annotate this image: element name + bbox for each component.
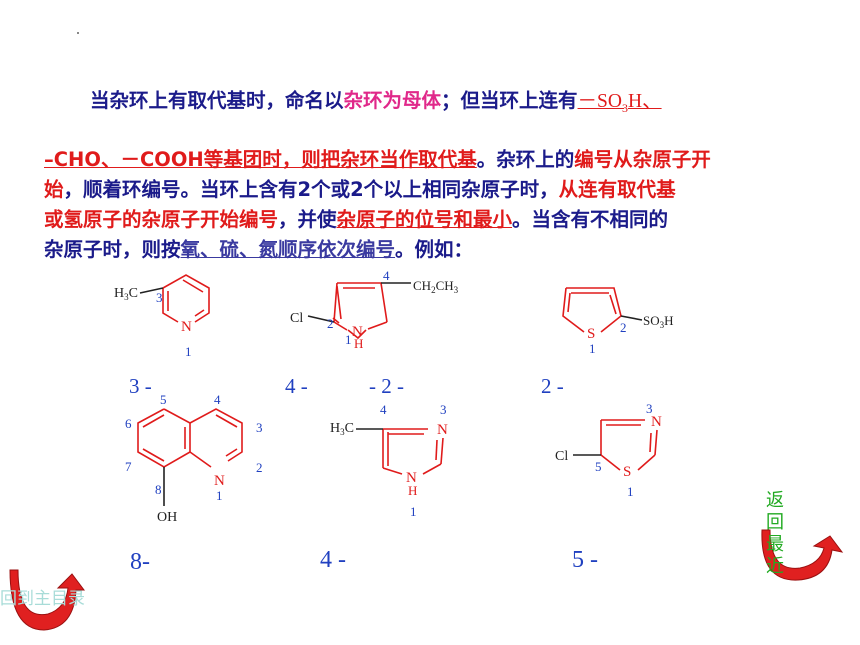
locant: 6: [125, 416, 132, 431]
paragraph-line-2: –CHO、－COOH等基团时，则把杂环当作取代基。杂环上的编号从杂原子开: [44, 145, 824, 175]
chloro-label: Cl: [290, 311, 303, 326]
atom-label: S: [587, 326, 595, 342]
paragraph-line-3: 始，顺着环编号。当环上含有2个或2个以上相同杂原子时，从连有取代基: [44, 175, 824, 205]
stray-dot: [77, 32, 79, 34]
atom-label: N: [181, 319, 192, 335]
atom-label: N: [214, 473, 225, 489]
text-run: ，顺着环编号。当环上含有2个或2个以上相同杂原子时，: [63, 177, 559, 201]
text-run: 当杂环上有取代基时，命名以: [90, 89, 344, 112]
name-label: 5 -: [572, 547, 598, 573]
back-arrow-left-icon[interactable]: [9, 569, 85, 631]
name-label: 4 -: [285, 374, 308, 398]
quinoline-structure: [137, 408, 243, 506]
atom-label: N: [437, 422, 448, 438]
highlight-min-locants: 杂原子的位号和最小: [336, 207, 513, 231]
methyl-label: H3C: [114, 286, 138, 302]
locant: 4: [214, 392, 221, 407]
highlight-so3h: －SO3H、: [577, 91, 662, 115]
locant: 8: [155, 482, 162, 497]
highlight-priority-order: 氧、硫、氮顺序依次编号: [180, 237, 396, 261]
locant: 4: [383, 268, 390, 283]
highlight-start-rule-cont: 或氢原子的杂原子开始编号: [44, 207, 279, 231]
locant: 1: [185, 344, 192, 359]
locant: 3: [646, 401, 653, 416]
text-run: 杂原子时，则按: [44, 237, 181, 261]
name-label: 8-: [130, 549, 150, 575]
atom-label: N: [352, 324, 363, 340]
text-run: 。例如：: [395, 237, 474, 261]
locant: 1: [627, 484, 634, 499]
atom-label: S: [623, 464, 631, 480]
atom-label: H: [408, 483, 417, 498]
locant: 1: [216, 488, 223, 503]
thiazole-structure: [573, 419, 658, 471]
highlight-parent-ring: 杂环为母体: [343, 89, 442, 112]
locant: 2: [620, 320, 627, 335]
sulfonic-label: SO3H: [643, 313, 674, 330]
chloro-label: Cl: [555, 449, 568, 464]
text-run: 。杂环上的: [476, 147, 575, 171]
locant: 2: [327, 316, 334, 331]
pyridine-structure: [139, 274, 210, 323]
locant: 2: [256, 460, 263, 475]
name-label: 2 -: [541, 374, 564, 398]
atom-label: H: [354, 336, 363, 351]
locant: 5: [160, 392, 167, 407]
back-arrow-right-icon[interactable]: [761, 529, 844, 581]
highlight-substituent-groups: –CHO、－COOH等基团时，则把杂环当作取代基: [44, 147, 477, 171]
hydroxyl-label: OH: [157, 510, 177, 525]
back-to-toc-link[interactable]: 回到主目录: [0, 589, 85, 609]
text-run: ；但当环上连有: [441, 89, 578, 112]
methyl-label: H3C: [330, 421, 354, 437]
locant: 1: [345, 332, 352, 347]
highlight-start-rule: 从连有取代基: [558, 177, 676, 201]
highlight-numbering-cont: 始: [44, 177, 64, 201]
locant: 3: [440, 402, 447, 417]
locant: 3: [256, 420, 263, 435]
locant: 4: [380, 402, 387, 417]
atom-label: N: [406, 470, 417, 486]
paragraph-line-4: 或氢原子的杂原子开始编号，并使杂原子的位号和最小。当含有不相同的: [44, 205, 824, 235]
paragraph-line-5: 杂原子时，则按氧、硫、氮顺序依次编号。例如：: [44, 235, 824, 265]
imidazole-structure: [356, 428, 444, 475]
paragraph-line-1: 当杂环上有取代基时，命名以杂环为母体；但当环上连有－SO3H、: [44, 86, 824, 123]
back-to-recent-link[interactable]: 返回最近: [766, 490, 784, 577]
name-label: - 2 -: [369, 374, 404, 398]
ethyl-label: CH2CH3: [413, 278, 459, 295]
rule-paragraph: 当杂环上有取代基时，命名以杂环为母体；但当环上连有－SO3H、 –CHO、－CO…: [44, 86, 824, 265]
locant: 5: [595, 459, 602, 474]
text-run: ，并使: [278, 207, 337, 231]
locant: 1: [410, 504, 417, 519]
locant: 3: [156, 290, 163, 305]
name-label: 4 -: [320, 547, 346, 573]
highlight-numbering: 编号从杂原子开: [574, 147, 711, 171]
atom-label: N: [651, 414, 662, 430]
locant: 1: [589, 341, 596, 356]
locant: 7: [125, 459, 132, 474]
thiophene-structure: [562, 287, 643, 333]
name-label: 3 -: [129, 374, 152, 398]
text-run: 。当含有不相同的: [512, 207, 669, 231]
pyrrole-structure: [307, 282, 411, 340]
